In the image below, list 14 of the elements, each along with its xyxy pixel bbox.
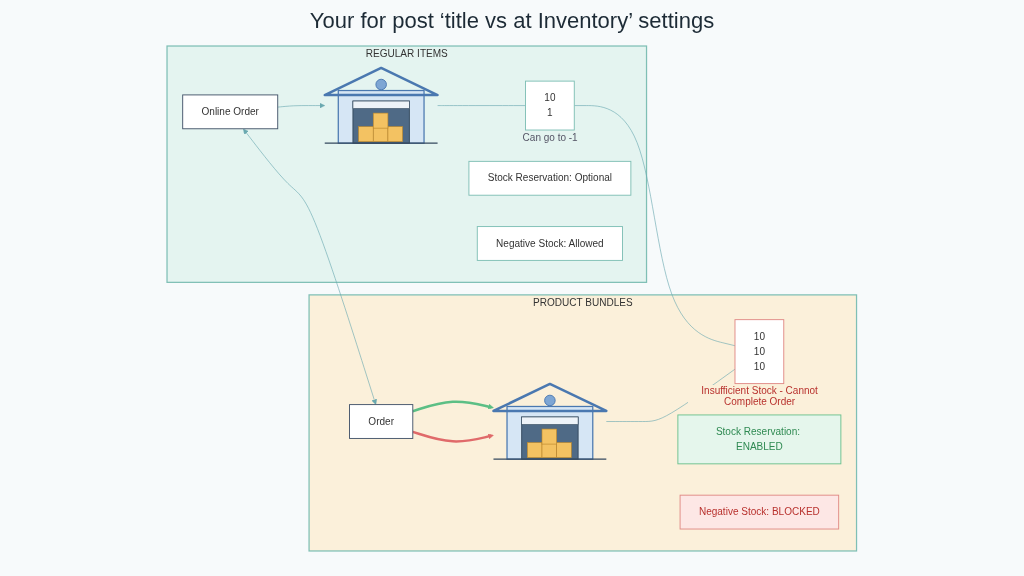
node-box: 10 1 <box>525 80 575 130</box>
node-box: Stock Reservation: ENABLED <box>677 413 842 464</box>
node-box: 10 10 10 <box>734 318 785 384</box>
node-box: Online Order <box>182 93 279 129</box>
connector <box>574 104 736 346</box>
node-box: Negative Stock: Allowed <box>477 225 624 261</box>
connector <box>437 104 527 106</box>
node-box: Negative Stock: BLOCKED <box>679 494 840 529</box>
node-box: Order <box>349 403 414 439</box>
diagram-title: Your for post ‘title vs at Inventory’ settings <box>308 8 716 34</box>
arrow <box>412 430 494 443</box>
arrow <box>412 399 494 412</box>
node-box: Stock Reservation: Optional <box>468 160 632 196</box>
node-caption: Can go to -1 <box>520 131 580 143</box>
